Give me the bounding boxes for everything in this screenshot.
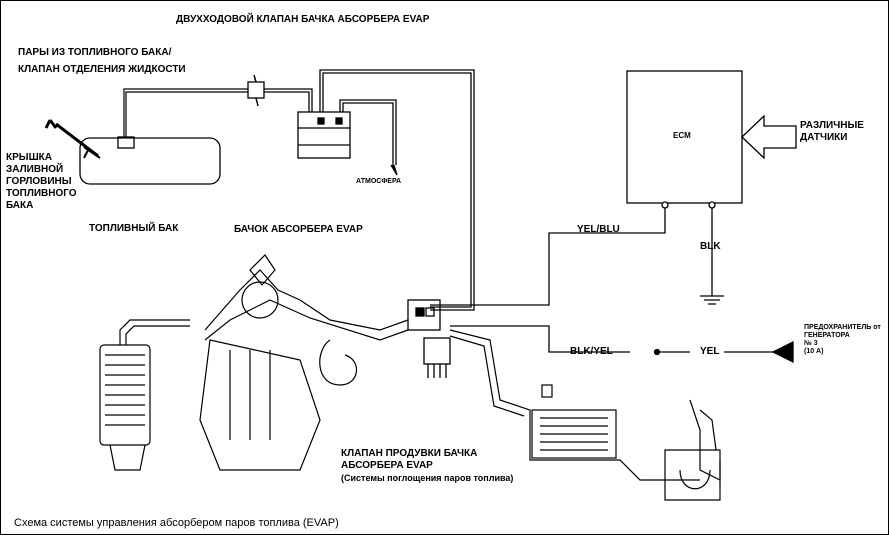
label-wire-blk-yel: BLK/YEL <box>570 346 613 357</box>
air-cleaner <box>531 409 617 459</box>
vapor-line <box>123 88 248 137</box>
label-purge-2: АБСОРБЕРА EVAP <box>341 460 433 471</box>
sensors-arrow <box>741 114 797 160</box>
wire-blk-yel <box>450 325 630 353</box>
evap-canister <box>297 111 351 159</box>
label-tank-vapor-2: КЛАПАН ОТДЕЛЕНИЯ ЖИДКОСТИ <box>18 64 186 75</box>
label-sensors-2: ДАТЧИКИ <box>800 132 848 143</box>
label-fuse-2: ГЕНЕРАТОРА <box>804 332 850 339</box>
label-atmosphere: АТМОСФЕРА <box>356 178 402 185</box>
label-ecm: ECM <box>673 131 691 140</box>
label-filler-cap-2: ЗАЛИВНОЙ <box>6 164 64 175</box>
diagram-caption: Схема системы управления абсорбером паро… <box>14 517 339 529</box>
label-tank-vapor-1: ПАРЫ ИЗ ТОПЛИВНОГО БАКА/ <box>18 47 172 58</box>
label-purge-3: (Системы поглощения паров топлива) <box>341 473 514 483</box>
label-canister: БАЧОК АБСОРБЕРА EVAP <box>234 224 363 235</box>
wire-yel-blu <box>430 208 666 306</box>
air-intake <box>449 329 721 501</box>
label-filler-cap-1: КРЫШКА <box>6 152 52 163</box>
fuel-tank <box>79 137 221 185</box>
fuse-arrow <box>771 340 794 364</box>
engine <box>99 254 409 471</box>
label-fuel-tank: ТОПЛИВНЫЙ БАК <box>89 223 179 234</box>
label-two-way-valve: ДВУХХОДОВОЙ КЛАПАН БАЧКА АБСОРБЕРА EVAP <box>176 14 430 25</box>
label-purge-1: КЛАПАН ПРОДУВКИ БАЧКА <box>341 448 478 459</box>
label-wire-yel-blu: YEL/BLU <box>577 224 620 235</box>
label-filler-cap-4: ТОПЛИВНОГО <box>6 188 77 199</box>
label-sensors-1: РАЗЛИЧНЫЕ <box>800 120 864 131</box>
label-wire-yel: YEL <box>700 346 720 357</box>
label-fuse-1: ПРЕДОХРАНИТЕЛЬ от <box>804 324 881 331</box>
label-filler-cap-5: БАКА <box>6 200 34 211</box>
two-way-valve <box>247 81 265 99</box>
label-fuse-4: (10 А) <box>804 348 824 355</box>
label-filler-cap-3: ГОРЛОВИНЫ <box>6 176 72 187</box>
catalytic-converter <box>99 344 151 446</box>
label-fuse-3: № 3 <box>804 340 818 347</box>
label-wire-blk: BLK <box>700 241 721 252</box>
purge-valve <box>407 299 441 331</box>
